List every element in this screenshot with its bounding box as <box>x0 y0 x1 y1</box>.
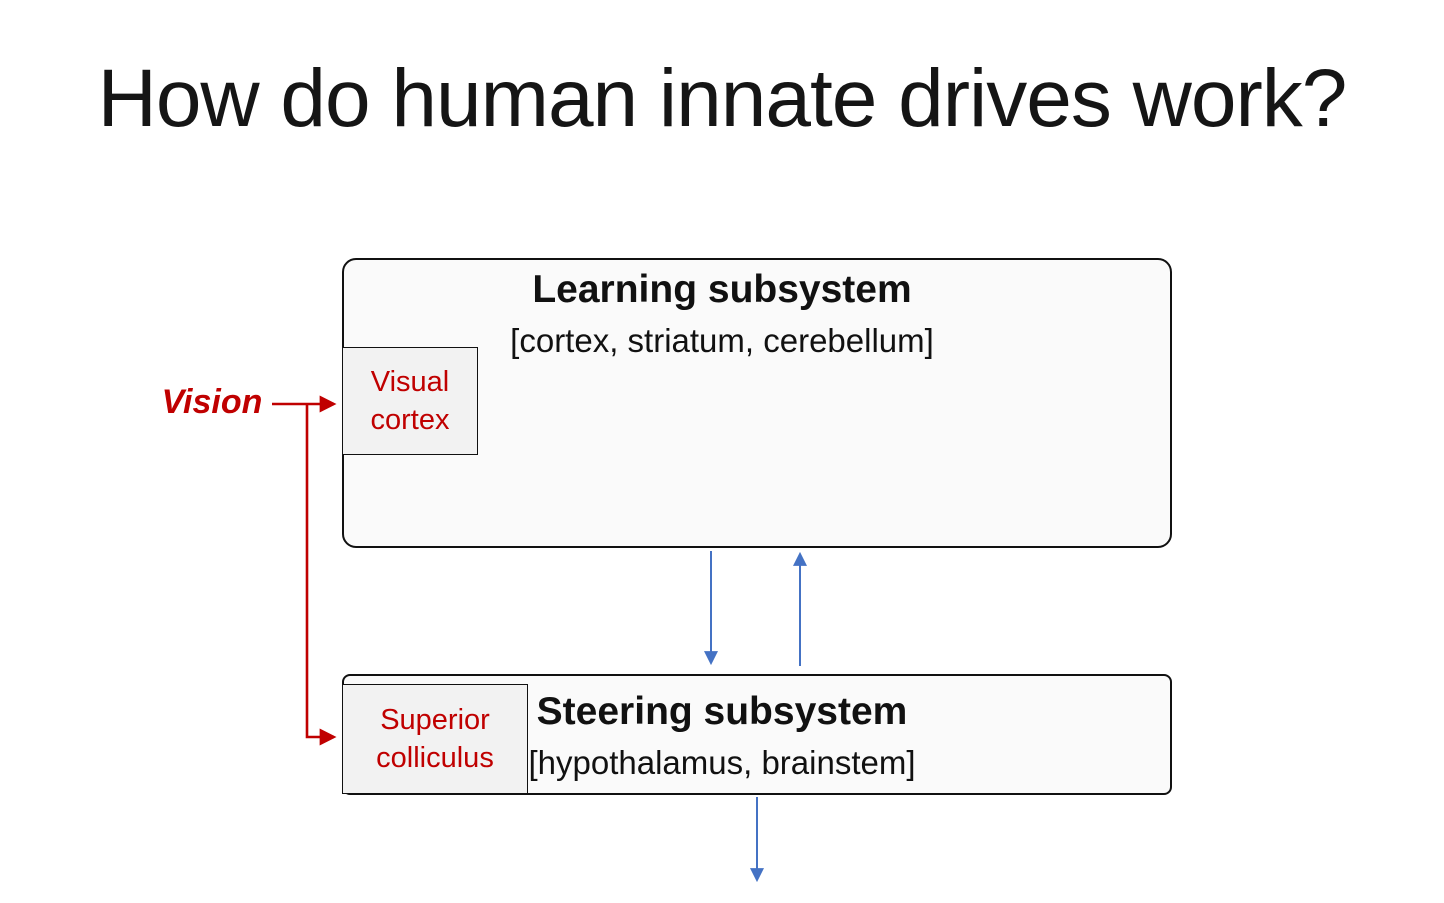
vision-to-superior-colliculus-arrow <box>305 404 337 746</box>
superior-colliculus-box: Superior colliculus <box>342 684 528 794</box>
steering-subsystem-title: Steering subsystem <box>536 690 908 733</box>
visual-cortex-label: Visual cortex <box>370 365 450 436</box>
superior-colliculus-label: Superior colliculus <box>376 703 494 774</box>
visual-cortex-box: Visual cortex <box>342 347 478 455</box>
steering-subsystem-subtitle: [hypothalamus, brainstem] <box>528 744 916 781</box>
slide-title: How do human innate drives work? <box>97 53 1348 144</box>
vision-label: Vision <box>161 383 263 421</box>
learning-subsystem-box <box>342 258 1172 548</box>
learning-subsystem-title: Learning subsystem <box>532 268 912 311</box>
learning-subsystem-subtitle: [cortex, striatum, cerebellum] <box>510 322 934 359</box>
